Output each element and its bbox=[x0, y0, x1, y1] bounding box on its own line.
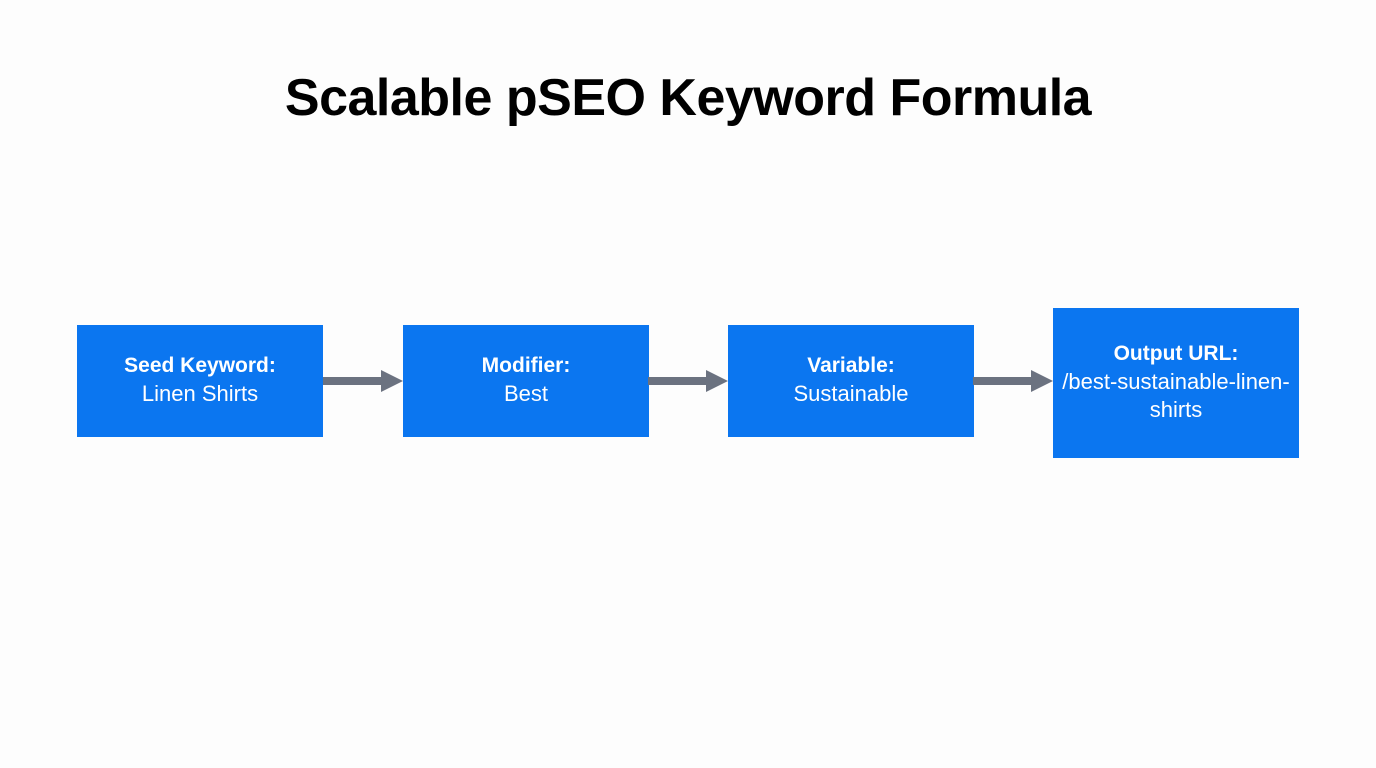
flow-node-label: Variable: bbox=[807, 354, 895, 378]
flow-node-output-url: Output URL: /best-sustainable-linen-shir… bbox=[1053, 308, 1299, 458]
flow-node-value: Sustainable bbox=[793, 381, 909, 407]
flow-node-seed-keyword: Seed Keyword: Linen Shirts bbox=[77, 325, 323, 437]
flow-node-value: Linen Shirts bbox=[141, 381, 259, 407]
flow-node-label: Modifier: bbox=[481, 354, 571, 378]
flow-node-modifier: Modifier: Best bbox=[403, 325, 649, 437]
flow-node-value: /best-sustainable-linen-shirts bbox=[1062, 369, 1290, 423]
arrow-right-icon bbox=[648, 369, 728, 393]
flow-node-value: Best bbox=[503, 381, 549, 407]
flow-node-label: Output URL: bbox=[1113, 342, 1239, 366]
flow-node-variable: Variable: Sustainable bbox=[728, 325, 974, 437]
arrow-right-icon bbox=[973, 369, 1053, 393]
flow-node-label: Seed Keyword: bbox=[124, 354, 276, 378]
page-title: Scalable pSEO Keyword Formula bbox=[284, 69, 1092, 127]
arrow-right-icon bbox=[323, 369, 403, 393]
